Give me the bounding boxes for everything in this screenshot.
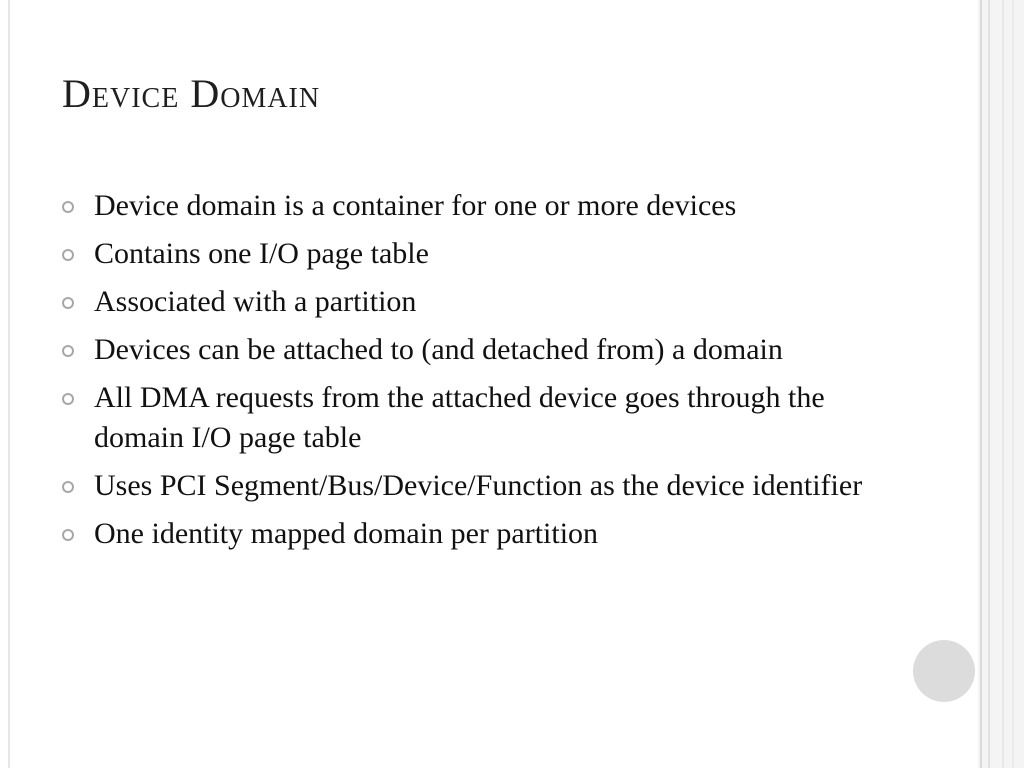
slide-title: Device Domain — [62, 71, 321, 116]
hollow-circle-bullet-icon — [62, 481, 74, 493]
bullet-item: Devices can be attached to (and detached… — [60, 330, 880, 370]
right-decorative-band — [978, 0, 1024, 768]
left-border-rule — [8, 0, 10, 768]
bullet-text: One identity mapped domain per partition — [94, 517, 599, 550]
hollow-circle-bullet-icon — [62, 529, 74, 541]
hollow-circle-bullet-icon — [62, 393, 74, 405]
bullet-text: Uses PCI Segment/Bus/Device/Function as … — [94, 469, 863, 502]
hollow-circle-bullet-icon — [62, 297, 74, 309]
right-rule-1 — [980, 0, 982, 768]
bullet-item: Contains one I/O page table — [60, 234, 880, 274]
hollow-circle-bullet-icon — [62, 249, 74, 261]
hollow-circle-bullet-icon — [62, 345, 74, 357]
bullet-text: Contains one I/O page table — [94, 237, 429, 270]
bullet-item: Associated with a partition — [60, 282, 880, 322]
bullet-item: Device domain is a container for one or … — [60, 186, 880, 226]
bullet-text: Device domain is a container for one or … — [94, 189, 737, 222]
right-rule-2 — [988, 0, 990, 768]
circle-nav-icon[interactable] — [913, 640, 975, 702]
bullet-item: All DMA requests from the attached devic… — [60, 378, 880, 458]
right-rule-4 — [1012, 0, 1014, 768]
bullet-item: Uses PCI Segment/Bus/Device/Function as … — [60, 466, 880, 506]
bullet-text: All DMA requests from the attached devic… — [94, 381, 825, 454]
hollow-circle-bullet-icon — [62, 201, 74, 213]
bullet-text: Devices can be attached to (and detached… — [94, 333, 783, 366]
right-rule-3 — [1002, 0, 1004, 768]
bullet-item: One identity mapped domain per partition — [60, 514, 880, 554]
bullet-list: Device domain is a container for one or … — [60, 186, 880, 562]
bullet-text: Associated with a partition — [94, 285, 417, 318]
